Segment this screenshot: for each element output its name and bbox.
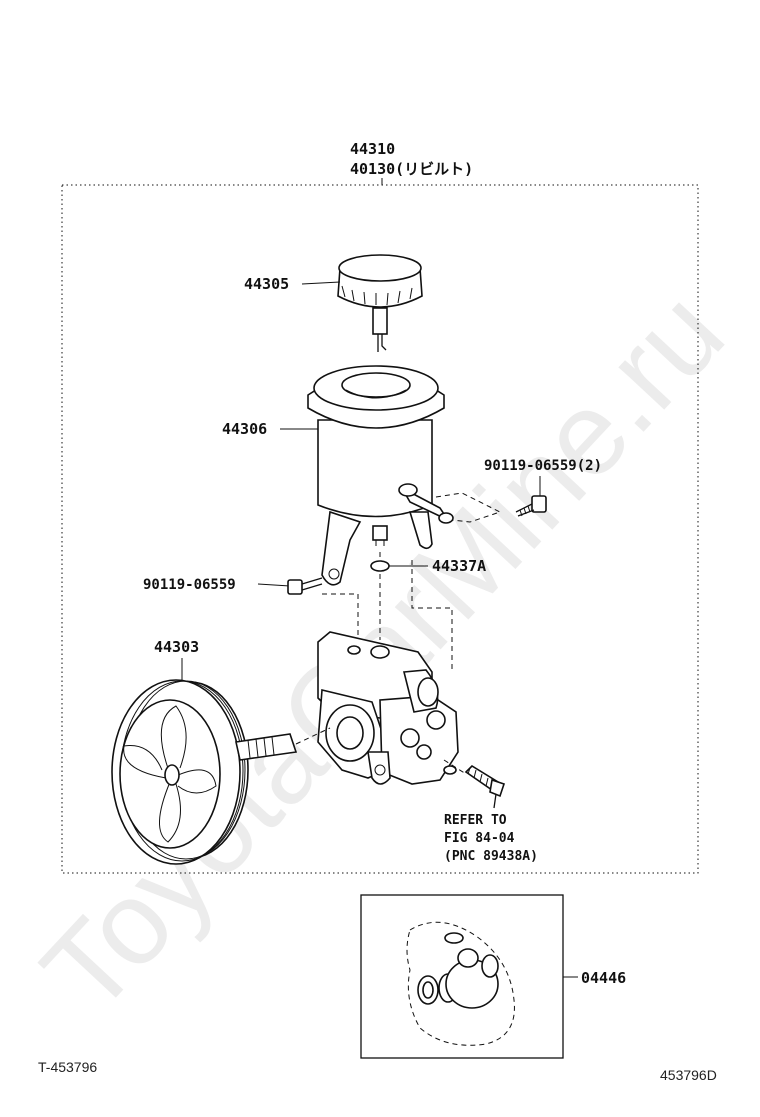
figure-id: T-453796 <box>38 1059 97 1075</box>
reference-note-line3[interactable]: (PNC 89438A) <box>444 849 538 864</box>
o-ring-part[interactable] <box>370 560 390 572</box>
drawing-id: 453796D <box>660 1067 717 1083</box>
pressure-switch-part[interactable] <box>464 764 506 809</box>
gasket-kit-label[interactable]: 04446 <box>581 969 626 987</box>
bolt-single-leader <box>257 583 291 587</box>
assembly-number-label[interactable]: 44310 <box>350 140 395 158</box>
reservoir-tank-part[interactable] <box>307 365 454 586</box>
reference-note-line1[interactable]: REFER TO <box>444 813 507 828</box>
assembly-alt-label[interactable]: 40130(リビルト) <box>350 160 473 178</box>
assembly-boundary <box>61 184 699 874</box>
reservoir-cap-label[interactable]: 44305 <box>244 275 289 293</box>
reservoir-tank-label[interactable]: 44306 <box>222 420 267 438</box>
o-ring-label[interactable]: 44337A <box>432 557 486 575</box>
reservoir-cap-part[interactable] <box>337 254 423 352</box>
pulley-label[interactable]: 44303 <box>154 638 199 656</box>
bolt-single-label[interactable]: 90119-06559 <box>143 577 236 593</box>
bolt-pair-label[interactable]: 90119-06559(2) <box>484 458 602 474</box>
pump-body-part[interactable] <box>317 631 459 785</box>
pressure-switch-alignment <box>443 759 467 775</box>
reference-note-line2[interactable]: FIG 84-04 <box>444 831 515 846</box>
tank-to-pump-alignment-right <box>411 560 453 672</box>
pulley-part[interactable] <box>111 679 298 865</box>
pulley-alignment <box>295 727 331 745</box>
bolt-single-part[interactable] <box>287 577 323 595</box>
bolt-pair-part[interactable] <box>515 495 547 517</box>
gasket-kit-part[interactable] <box>406 921 515 1046</box>
reservoir-cap-leader <box>301 281 341 285</box>
tank-to-pump-alignment-left <box>322 593 359 640</box>
